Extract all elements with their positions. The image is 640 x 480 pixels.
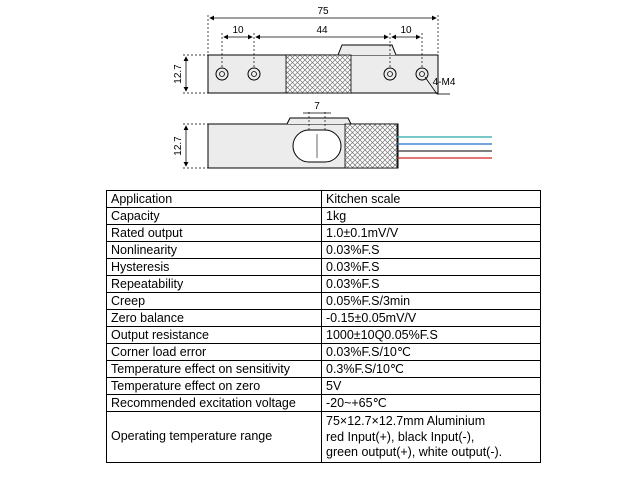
spec-row-repeatability: Repeatability 0.03%F.S xyxy=(106,275,541,293)
spec-table: Application Kitchen scale Capacity 1kg R… xyxy=(106,190,541,463)
spec-row-temp-effect-sensitivity: Temperature effect on sensitivity 0.3%F.… xyxy=(106,360,541,378)
spec-value: 0.05%F.S/3min xyxy=(321,292,541,310)
strain-gauge-area-top xyxy=(285,54,352,94)
dimension-height-top-label: 12.7 xyxy=(173,64,184,84)
spec-value: 0.3%F.S/10℃ xyxy=(321,360,541,378)
top-view-ridge xyxy=(337,44,397,56)
spec-row-operating-temperature: Operating temperature range 75×12.7×12.7… xyxy=(106,411,541,463)
load-cell-drawing: 75 10 44 10 12.7 4-M4 xyxy=(173,6,492,169)
spec-row-nonlinearity: Nonlinearity 0.03%F.S xyxy=(106,241,541,259)
dimension-total-label: 75 xyxy=(317,6,329,17)
spec-label: Rated output xyxy=(106,224,322,242)
side-view: 7 12.7 xyxy=(173,101,492,169)
spec-row-corner-load-error: Corner load error 0.03%F.S/10℃ xyxy=(106,343,541,361)
spec-label: Temperature effect on sensitivity xyxy=(106,360,322,378)
mounting-hole-1 xyxy=(215,67,229,81)
spec-label: Output resistance xyxy=(106,326,322,344)
mounting-hole-4 xyxy=(415,67,429,81)
spec-label: Capacity xyxy=(106,207,322,225)
spec-label: Recommended excitation voltage xyxy=(106,394,322,412)
top-view: 75 10 44 10 12.7 4-M4 xyxy=(173,6,456,95)
spec-label: Repeatability xyxy=(106,275,322,293)
spec-row-hysteresis: Hysteresis 0.03%F.S xyxy=(106,258,541,276)
dimension-hole-gap-label: 7 xyxy=(314,101,320,112)
strain-gauge-area-side xyxy=(344,123,398,169)
spec-label: Operating temperature range xyxy=(106,411,322,463)
spec-value: -20~+65℃ xyxy=(321,394,541,412)
spec-value: 0.03%F.S xyxy=(321,275,541,293)
spec-row-zero-balance: Zero balance -0.15±0.05mV/V xyxy=(106,309,541,327)
spec-value: 1000±10Q0.05%F.S xyxy=(321,326,541,344)
spec-label: Application xyxy=(106,190,322,208)
spec-value: 5V xyxy=(321,377,541,395)
spec-value-multiline: 75×12.7×12.7mm Aluminium red Input(+), b… xyxy=(321,411,541,463)
spec-value-line: 75×12.7×12.7mm Aluminium xyxy=(326,414,486,429)
spec-label: Corner load error xyxy=(106,343,322,361)
spec-value: 0.03%F.S/10℃ xyxy=(321,343,541,361)
hole-callout-label: 4-M4 xyxy=(433,77,456,88)
dimension-right-label: 10 xyxy=(400,25,412,36)
mounting-hole-3 xyxy=(383,67,397,81)
spec-label: Zero balance xyxy=(106,309,322,327)
spec-row-output-resistance: Output resistance 1000±10Q0.05%F.S xyxy=(106,326,541,344)
spec-row-excitation-voltage: Recommended excitation voltage -20~+65℃ xyxy=(106,394,541,412)
spec-row-rated-output: Rated output 1.0±0.1mV/V xyxy=(106,224,541,242)
spec-row-creep: Creep 0.05%F.S/3min xyxy=(106,292,541,310)
spec-label: Hysteresis xyxy=(106,258,322,276)
spec-label: Creep xyxy=(106,292,322,310)
spec-row-application: Application Kitchen scale xyxy=(106,190,541,208)
spec-row-capacity: Capacity 1kg xyxy=(106,207,541,225)
spec-label: Temperature effect on zero xyxy=(106,377,322,395)
mounting-hole-2 xyxy=(247,67,261,81)
spec-label: Nonlinearity xyxy=(106,241,322,259)
spec-value: -0.15±0.05mV/V xyxy=(321,309,541,327)
dimension-left-label: 10 xyxy=(232,25,244,36)
spec-value-line: red Input(+), black Input(-), xyxy=(326,429,475,444)
spec-value-line: green output(+), white output(-). xyxy=(326,445,503,460)
dimension-mid-label: 44 xyxy=(316,25,328,36)
spec-value: 0.03%F.S xyxy=(321,258,541,276)
spec-row-temp-effect-zero: Temperature effect on zero 5V xyxy=(106,377,541,395)
dimension-height-side-label: 12.7 xyxy=(173,136,184,156)
spec-value: 0.03%F.S xyxy=(321,241,541,259)
spec-value: 1.0±0.1mV/V xyxy=(321,224,541,242)
spec-value: Kitchen scale xyxy=(321,190,541,208)
hole-callout-leader xyxy=(424,76,438,95)
spec-value: 1kg xyxy=(321,207,541,225)
